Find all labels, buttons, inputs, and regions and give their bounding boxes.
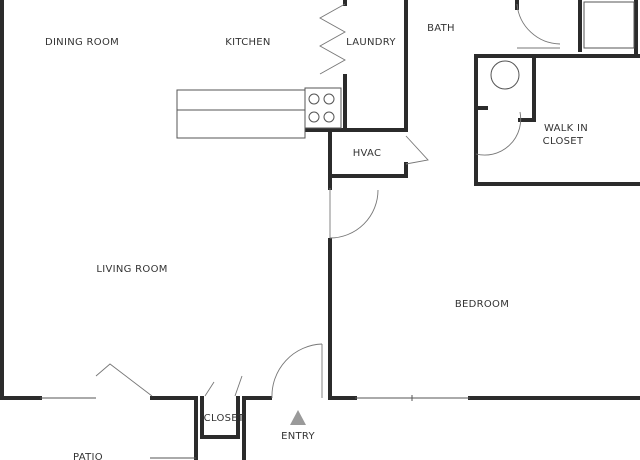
room-labels: DINING ROOM KITCHEN LAUNDRY BATH WALK IN…	[45, 23, 588, 460]
label-kitchen: KITCHEN	[225, 37, 270, 48]
label-patio: PATIO	[73, 452, 103, 460]
label-entry: ENTRY	[281, 431, 315, 442]
label-bedroom: BEDROOM	[455, 299, 509, 310]
bathtub	[583, 1, 635, 49]
label-walk-in-closet-line2: CLOSET	[543, 136, 584, 147]
label-laundry: LAUNDRY	[346, 37, 396, 48]
stove	[304, 87, 342, 129]
kitchen-counter	[176, 89, 306, 139]
entry-marker: ENTRY	[281, 410, 315, 442]
label-walk-in-closet-line1: WALK IN	[544, 123, 588, 134]
water-heater	[490, 60, 520, 90]
fixtures	[40, 1, 635, 459]
label-living-room: LIVING ROOM	[96, 264, 167, 275]
label-dining-room: DINING ROOM	[45, 37, 119, 48]
triangle-up-icon	[290, 410, 306, 425]
label-closet: CLOSET	[204, 413, 245, 424]
label-bath: BATH	[427, 23, 455, 34]
label-hvac: HVAC	[353, 148, 382, 159]
door-swings	[95, 3, 561, 399]
